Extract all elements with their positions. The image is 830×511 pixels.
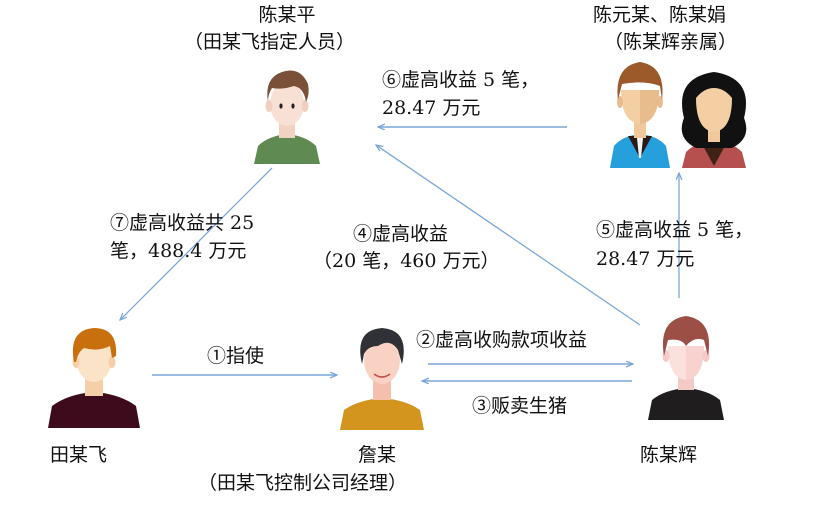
- edge-label-6-line2: 28.47 万元: [382, 97, 481, 119]
- man-green-shirt-avatar: [254, 70, 320, 164]
- node-role-zhan-mou: （田某飞控制公司经理）: [198, 472, 408, 494]
- node-name-relatives: 陈元某、陈某娟: [593, 4, 727, 26]
- man-orange-hair-avatar: [48, 328, 140, 428]
- node-name-zhan-mou: 詹某: [358, 444, 397, 466]
- arrow-7-total-gain: [120, 167, 273, 320]
- arrow-4-inflated-gain: [376, 145, 641, 326]
- node-role-relatives: （陈某辉亲属）: [604, 31, 738, 53]
- node-role-chen-mou-ping: （田某飞指定人员）: [184, 31, 356, 53]
- node-name-chen-mou-ping: 陈某平: [258, 4, 316, 26]
- edge-label-1: ①指使: [207, 345, 265, 367]
- edge-label-7-line2: 笔，488.4 万元: [110, 240, 247, 262]
- edge-label-4-line1: ④虚高收益: [353, 223, 449, 245]
- node-name-chen-mou-hui: 陈某辉: [640, 444, 698, 466]
- man-and-woman-avatars: [610, 62, 747, 168]
- node-name-tian-mou-fei: 田某飞: [50, 444, 108, 466]
- edge-label-3: ③贩卖生猪: [472, 395, 568, 417]
- edge-label-6-line1: ⑥虚高收益 5 笔，: [382, 69, 540, 91]
- edge-label-2: ②虚高收购款项收益: [416, 329, 588, 351]
- man-black-shirt-avatar: [648, 316, 724, 420]
- edge-label-5-line2: 28.47 万元: [596, 248, 695, 270]
- man-yellow-shirt-avatar: [340, 328, 424, 430]
- edge-label-7-line1: ⑦虚高收益共 25: [110, 212, 255, 234]
- edge-label-4-line2: （20 笔，460 万元）: [313, 250, 500, 272]
- edge-label-5-line1: ⑤虚高收益 5 笔，: [596, 219, 754, 241]
